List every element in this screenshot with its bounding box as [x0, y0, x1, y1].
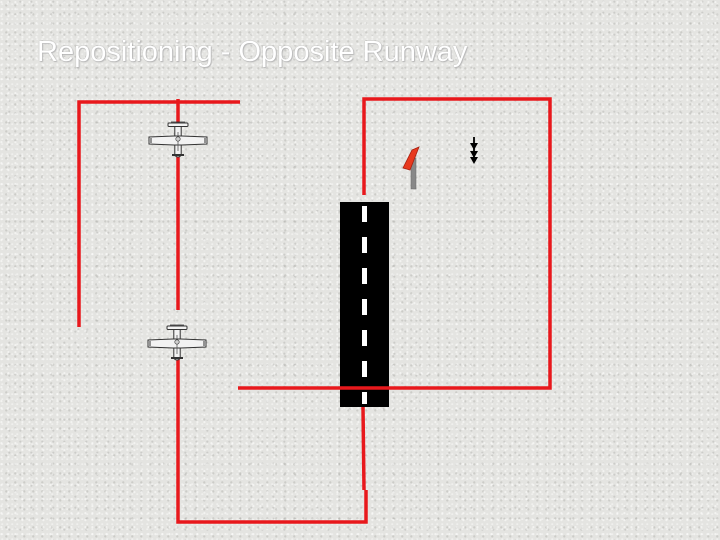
lower-pattern-path	[176, 335, 368, 524]
right-pattern-path	[238, 97, 552, 390]
slide-title: Repositioning - Opposite Runway	[37, 36, 468, 68]
airplane-upper-icon	[148, 121, 208, 158]
airplane-lower-icon	[147, 324, 207, 361]
runway-exit-path	[361, 406, 366, 491]
windsock-icon	[402, 146, 420, 190]
runway-centerline	[362, 206, 367, 404]
outer-pattern-path	[77, 100, 240, 327]
traffic-pattern	[77, 97, 552, 524]
runway	[340, 202, 389, 407]
wind-arrow-icon	[470, 137, 478, 164]
